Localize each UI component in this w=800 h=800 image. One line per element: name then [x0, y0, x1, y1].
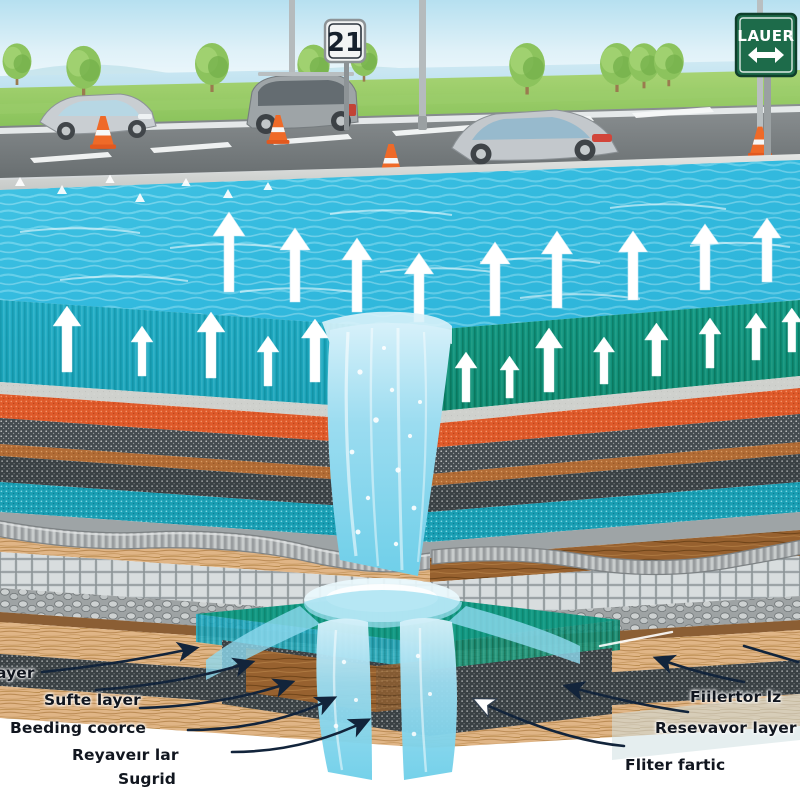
ponded-water-arrows — [212, 211, 782, 323]
direction-sign-text: LAUER — [737, 27, 794, 45]
callout-reservoir-layer-right: Resevavor layer — [655, 719, 797, 737]
callout-bedding-course: Beeding coorce — [10, 719, 147, 737]
double-arrow-icon — [748, 47, 784, 63]
direction-sign: LAUER — [734, 12, 798, 166]
callout-layer-cut: ayer — [0, 664, 35, 682]
callout-leaders-base — [598, 630, 674, 648]
ground-plane — [0, 694, 800, 800]
drain-pipe-right — [431, 539, 800, 576]
vehicle-sedan-left — [39, 93, 157, 140]
callout-leaders-right — [476, 644, 800, 748]
vehicle-sedan-right — [451, 109, 619, 165]
side-face-arrows — [454, 307, 800, 403]
surface-infiltration-arrows — [15, 174, 273, 222]
speed-limit-value: 21 — [327, 28, 363, 58]
callout-filter-layer: Fiilertor lz — [690, 688, 782, 706]
callout-filter-fabric: Fliter fartic — [625, 756, 726, 774]
callout-subgrid: Sugrid — [118, 770, 176, 788]
speed-limit-sign: 21 — [323, 18, 367, 130]
infiltration-waterfall — [206, 311, 580, 780]
ponded-stormwater-top — [0, 160, 800, 330]
callout-leaders-left — [40, 641, 372, 754]
callout-reservoir-layer: Reyaveır lar — [72, 746, 179, 764]
callout-surface-layer: Sufte layer — [44, 691, 141, 709]
vehicle-suv-center — [246, 72, 359, 134]
